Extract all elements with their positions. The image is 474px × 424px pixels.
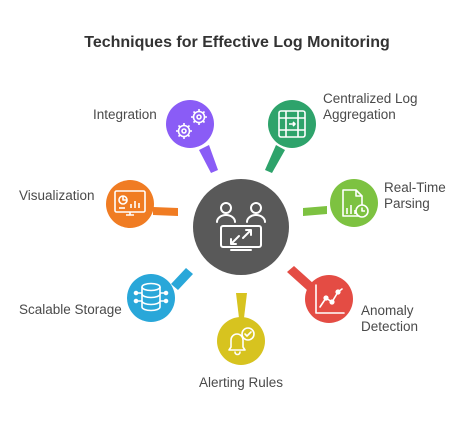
label-alerting-rules-line-1: Alerting Rules [199,375,284,390]
users-collaboration-icon [216,202,266,251]
label-real-time-parsing-line-2: Parsing [384,196,430,211]
label-visualization-line-1: Visualization [19,188,95,203]
label-anomaly-detection: Anomaly Detection [361,303,418,335]
arrow-anomaly-detection [287,266,314,290]
node-anomaly-detection [305,275,353,323]
label-centralized-log-aggregation-line-2: Aggregation [323,107,396,122]
label-integration-line-1: Integration [93,107,157,122]
document-clock-icon [342,189,369,218]
label-integration: Integration [93,107,157,123]
bell-check-icon [228,327,255,356]
database-icon [133,282,169,312]
label-scalable-storage-line-1: Scalable Storage [19,302,122,317]
label-visualization: Visualization [19,188,95,204]
dashboard-monitor-icon [114,190,146,216]
label-anomaly-detection-line-2: Detection [361,319,419,334]
node-integration [166,100,214,148]
arrow-alerting-rules [236,293,247,318]
arrow-real-time-parsing [303,206,327,216]
arrow-centralized-log-aggregation [265,145,285,173]
node-alerting-rules [217,317,265,365]
node-real-time-parsing [330,179,378,227]
label-anomaly-detection-line-1: Anomaly [361,303,414,318]
label-centralized-log-aggregation: Centralized Log Aggregation [323,91,418,123]
label-centralized-log-aggregation-line-1: Centralized Log [323,91,418,106]
label-real-time-parsing: Real-Time Parsing [384,180,446,212]
arrow-scalable-storage [171,268,193,290]
line-chart-icon [315,284,345,314]
diagram-title: Techniques for Effective Log Monitoring [84,34,390,51]
aggregation-grid-icon [278,110,306,138]
arrow-visualization [153,207,178,216]
arrow-integration [199,145,218,173]
label-real-time-parsing-line-1: Real-Time [384,180,446,195]
node-visualization [106,180,154,228]
gears-icon [176,109,207,139]
label-scalable-storage: Scalable Storage [19,302,122,318]
label-alerting-rules: Alerting Rules [199,375,283,391]
